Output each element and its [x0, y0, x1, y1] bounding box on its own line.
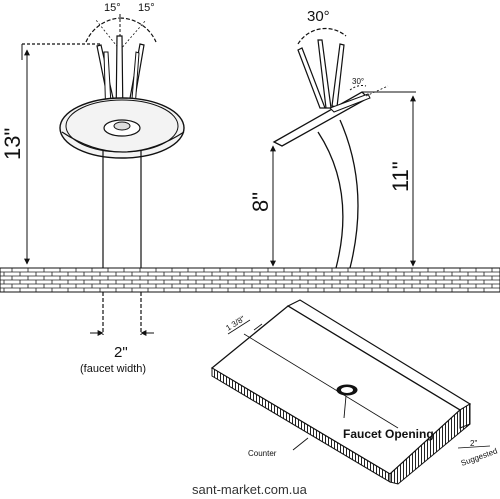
angle-right-label: 15°: [138, 2, 155, 14]
angle-left-label: 15°: [104, 2, 121, 14]
counter-section: [210, 299, 491, 485]
left-faucet: [21, 14, 185, 336]
faucet-width-value: 2": [114, 344, 128, 361]
faucet-opening-label: Faucet Opening: [343, 427, 434, 441]
right-faucet: [270, 27, 416, 269]
height-8-label: 8": [248, 192, 273, 212]
wall-strip: [0, 267, 500, 293]
watermark: sant-market.com.ua: [192, 482, 308, 497]
angle-top-label: 30°: [307, 8, 330, 25]
suggested-value: 2": [470, 439, 477, 448]
faucet-width-note: (faucet width): [80, 363, 146, 375]
height-13-label: 13": [0, 128, 25, 160]
offset-label: 1 3/8": [224, 314, 246, 333]
angle-spout-label: 30°: [352, 77, 364, 86]
counter-label: Counter: [248, 449, 277, 458]
height-11-label: 11": [388, 161, 413, 192]
suggested-note: Suggested: [460, 446, 499, 468]
